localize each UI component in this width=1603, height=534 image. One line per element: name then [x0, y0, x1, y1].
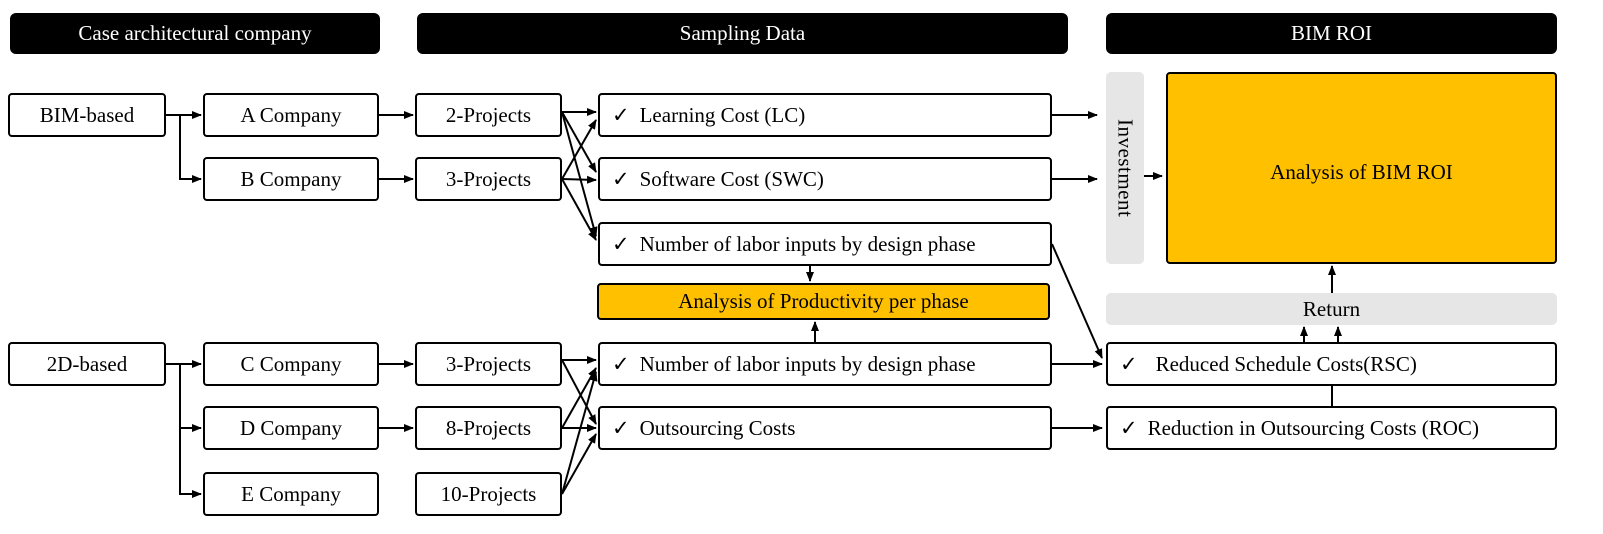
projects-c: 3-Projects [415, 342, 562, 386]
check-icon: ✓ [1120, 351, 1138, 376]
roi-roc-label: Reduction in Outsourcing Costs (ROC) [1147, 415, 1479, 440]
header-sampling-data: Sampling Data [417, 13, 1068, 54]
company-d: D Company [203, 406, 379, 450]
company-e: E Company [203, 472, 379, 516]
header-bim-roi: BIM ROI [1106, 13, 1557, 54]
return-panel: Return [1106, 293, 1557, 325]
sample-software-cost: ✓ Software Cost (SWC) [598, 157, 1052, 201]
check-icon: ✓ [612, 351, 630, 376]
analysis-bim-roi: Analysis of BIM ROI [1166, 72, 1557, 264]
sample-labor-bim: ✓ Number of labor inputs by design phase [598, 222, 1052, 266]
check-icon: ✓ [612, 415, 630, 440]
sample-labor-2d-label: Number of labor inputs by design phase [639, 351, 976, 376]
projects-d: 8-Projects [415, 406, 562, 450]
check-icon: ✓ [612, 166, 630, 191]
arrow-2d-to-e [179, 428, 202, 498]
arrow-bim-to-b [179, 115, 202, 183]
investment-panel: Investment [1106, 72, 1144, 264]
check-icon: ✓ [1120, 415, 1138, 440]
check-icon: ✓ [612, 231, 630, 256]
check-icon: ✓ [612, 102, 630, 127]
company-b: B Company [203, 157, 379, 201]
arrow-2d-to-d [179, 364, 202, 432]
projects-b: 3-Projects [415, 157, 562, 201]
investment-label: Investment [1113, 118, 1138, 218]
projects-e: 10-Projects [415, 472, 562, 516]
company-c: C Company [203, 342, 379, 386]
group-bim-based: BIM-based [8, 93, 166, 137]
roi-reduced-schedule-costs: ✓ Reduced Schedule Costs(RSC) [1106, 342, 1557, 386]
roi-rsc-label: Reduced Schedule Costs(RSC) [1155, 351, 1417, 376]
analysis-productivity: Analysis of Productivity per phase [597, 283, 1050, 320]
sample-labor-2d: ✓ Number of labor inputs by design phase [598, 342, 1052, 386]
sample-outsourcing-label: Outsourcing Costs [639, 415, 796, 440]
sample-outsourcing: ✓ Outsourcing Costs [598, 406, 1052, 450]
header-case-company: Case architectural company [10, 13, 380, 54]
sample-software-cost-label: Software Cost (SWC) [639, 166, 824, 191]
sample-learning-cost-label: Learning Cost (LC) [639, 102, 806, 127]
projects-a: 2-Projects [415, 93, 562, 137]
company-a: A Company [203, 93, 379, 137]
sample-labor-bim-label: Number of labor inputs by design phase [639, 231, 976, 256]
group-2d-based: 2D-based [8, 342, 166, 386]
roi-reduction-outsourcing: ✓ Reduction in Outsourcing Costs (ROC) [1106, 406, 1557, 450]
sample-learning-cost: ✓ Learning Cost (LC) [598, 93, 1052, 137]
